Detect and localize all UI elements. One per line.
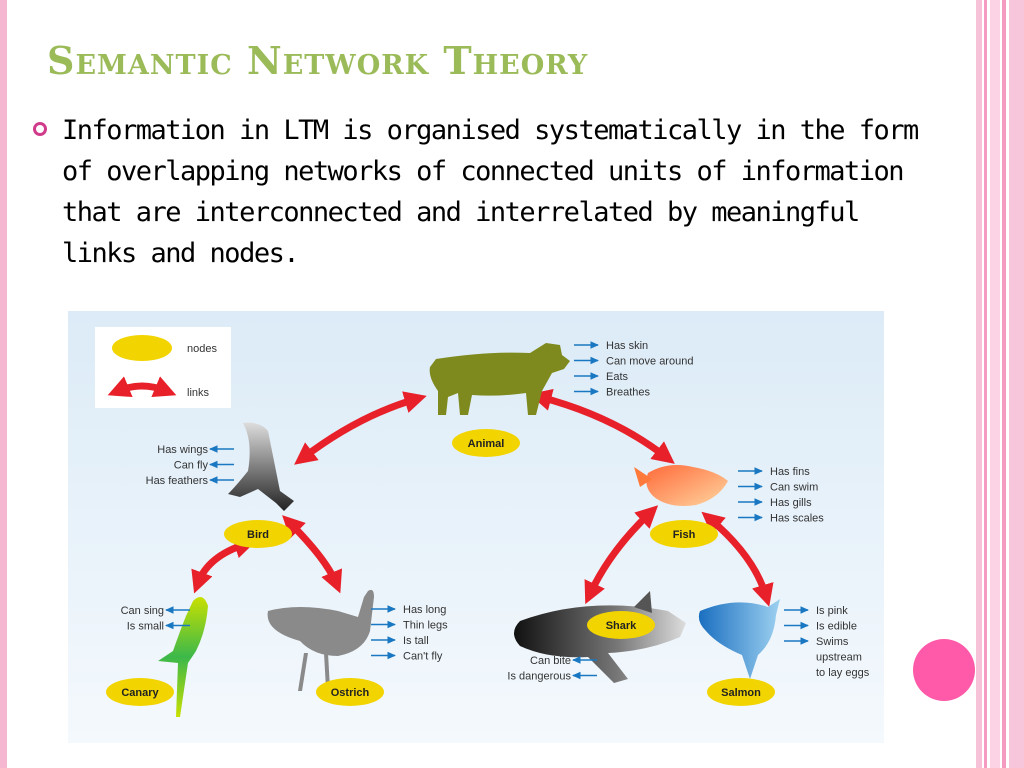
decorative-circle	[913, 639, 975, 701]
node-fish	[650, 520, 718, 548]
link-animal-fish	[529, 388, 675, 464]
property-canary: Can sing	[121, 605, 164, 617]
property-ostrich: Is tall	[403, 635, 429, 647]
property-animal: Eats	[606, 371, 629, 383]
semantic-network-diagram: nodes links Animal Bird Fish Canary	[68, 311, 884, 743]
node-fish-label: Fish	[673, 529, 696, 541]
slide-title: Semantic Network Theory	[47, 38, 589, 83]
property-bird: Can fly	[174, 460, 209, 472]
property-bird: Has feathers	[146, 475, 209, 487]
node-animal	[452, 429, 520, 457]
property-animal: Breathes	[606, 387, 651, 399]
node-animal-label: Animal	[468, 438, 505, 450]
legend: nodes links	[95, 327, 231, 408]
bullet-text: Information in LTM is organised systemat…	[62, 115, 919, 269]
node-ostrich	[316, 678, 384, 706]
property-ostrich: Has long	[403, 604, 446, 616]
link-bird-ostrich	[282, 515, 343, 594]
node-ostrich-label: Ostrich	[331, 687, 370, 699]
node-bird-label: Bird	[247, 529, 269, 541]
node-shark	[587, 611, 655, 639]
legend-link-swatch	[107, 376, 177, 398]
legend-links-label: links	[187, 387, 210, 399]
property-fish: Has scales	[770, 513, 824, 525]
ostrich-image	[267, 589, 374, 691]
property-salmon: Is edible	[816, 621, 857, 633]
property-canary: Is small	[127, 621, 164, 633]
bullet-icon	[33, 122, 47, 136]
property-salmon: Swims	[816, 636, 849, 648]
property-ostrich: Can't fly	[403, 651, 443, 663]
property-animal: Can move around	[606, 356, 693, 368]
node-salmon-label: Salmon	[721, 687, 761, 699]
salmon-image	[698, 599, 780, 679]
link-bird-canary	[191, 536, 257, 594]
property-bird: Has wings	[157, 444, 208, 456]
link-animal-bird	[294, 391, 427, 465]
node-salmon	[707, 678, 775, 706]
link-fish-salmon	[701, 511, 774, 607]
cow-image	[429, 343, 570, 415]
node-bird	[224, 520, 292, 548]
canary-image	[158, 597, 208, 717]
link-fish-shark	[584, 505, 659, 605]
links	[191, 388, 774, 607]
goldfish-image	[634, 465, 728, 506]
property-salmon: Is pink	[816, 605, 848, 617]
legend-node-swatch	[112, 335, 172, 361]
node-canary	[106, 678, 174, 706]
property-fish: Can swim	[770, 482, 818, 494]
property-shark: Can bite	[530, 655, 571, 667]
property-fish: Has gills	[770, 497, 812, 509]
eagle-image	[228, 422, 294, 511]
node-shark-label: Shark	[606, 620, 637, 632]
left-border	[0, 0, 7, 768]
legend-nodes-label: nodes	[187, 343, 217, 355]
property-shark: Is dangerous	[507, 671, 571, 683]
node-canary-label: Canary	[121, 687, 159, 699]
property-animal: Has skin	[606, 340, 648, 352]
property-salmon: upstream	[816, 652, 862, 664]
property-ostrich: Thin legs	[403, 620, 448, 632]
right-decorative-stripes	[976, 0, 1024, 768]
property-fish: Has fins	[770, 466, 810, 478]
property-salmon: to lay eggs	[816, 667, 870, 679]
